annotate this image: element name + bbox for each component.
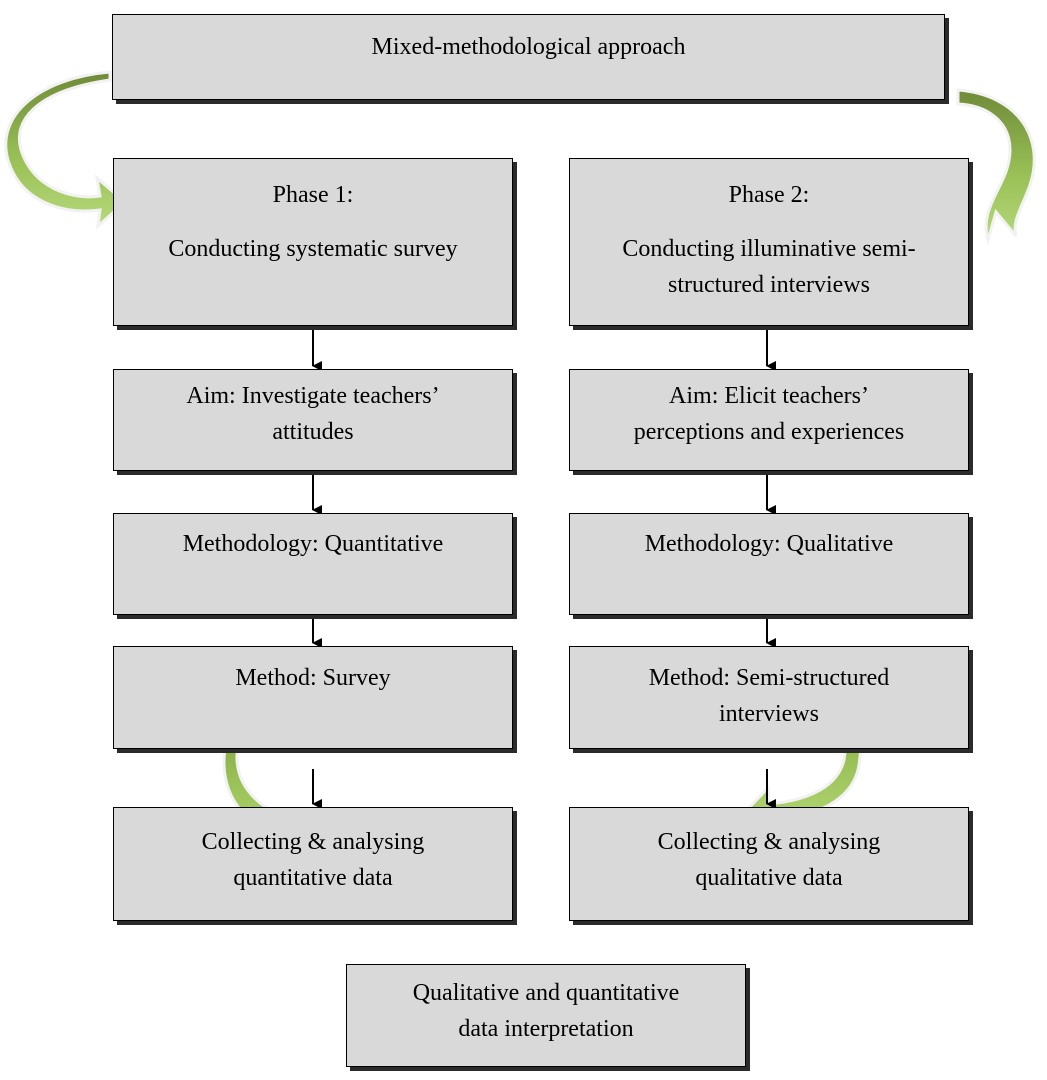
- phase1-data-line1: Collecting & analysing: [201, 829, 425, 855]
- phase2-description-line2: structured interviews: [668, 272, 870, 298]
- approach-box: Mixed-methodological approach: [112, 14, 945, 100]
- phase2-method-box: Method: Semi-structured interviews: [569, 646, 969, 749]
- phase1-aim-line1: Aim: Investigate teachers’: [186, 383, 440, 409]
- phase2-label: Phase 2:: [728, 182, 810, 208]
- phase2-data-box: Collecting & analysing qualitative data: [569, 807, 969, 921]
- phase2-description-line1: Conducting illuminative semi-: [622, 236, 916, 262]
- phase2-aim-line1: Aim: Elicit teachers’: [669, 383, 869, 409]
- phase1-description: Conducting systematic survey: [168, 236, 458, 262]
- phase2-aim-line2: perceptions and experiences: [633, 419, 905, 445]
- phase1-data-line2: quantitative data: [233, 865, 393, 891]
- curved-arrow-left-top-icon: [4, 70, 128, 230]
- phase1-aim-line2: attitudes: [272, 419, 354, 445]
- phase1-methodology-box: Methodology: Quantitative: [113, 513, 513, 615]
- phase2-data-line1: Collecting & analysing: [657, 829, 881, 855]
- phase1-method: Method: Survey: [235, 665, 391, 691]
- phase1-aim-box: Aim: Investigate teachers’ attitudes: [113, 369, 513, 471]
- phase1-methodology: Methodology: Quantitative: [182, 531, 444, 557]
- approach-title: Mixed-methodological approach: [371, 34, 686, 60]
- interpretation-line2: data interpretation: [458, 1016, 634, 1042]
- interpretation-line1: Qualitative and quantitative: [412, 980, 680, 1006]
- phase2-aim-box: Aim: Elicit teachers’ perceptions and ex…: [569, 369, 969, 471]
- phase2-methodology: Methodology: Qualitative: [644, 531, 894, 557]
- phase2-data-line2: qualitative data: [695, 865, 843, 891]
- phase2-methodology-box: Methodology: Qualitative: [569, 513, 969, 615]
- curved-arrow-right-top-icon: [956, 88, 1036, 246]
- phase2-box: Phase 2: Conducting illuminative semi- s…: [569, 158, 969, 326]
- phase1-data-box: Collecting & analysing quantitative data: [113, 807, 513, 921]
- phase1-box: Phase 1: Conducting systematic survey: [113, 158, 513, 326]
- phase1-method-box: Method: Survey: [113, 646, 513, 749]
- interpretation-box: Qualitative and quantitative data interp…: [346, 964, 746, 1067]
- phase2-method-line2: interviews: [719, 701, 819, 727]
- phase2-method-line1: Method: Semi-structured: [648, 665, 890, 691]
- phase1-label: Phase 1:: [272, 182, 354, 208]
